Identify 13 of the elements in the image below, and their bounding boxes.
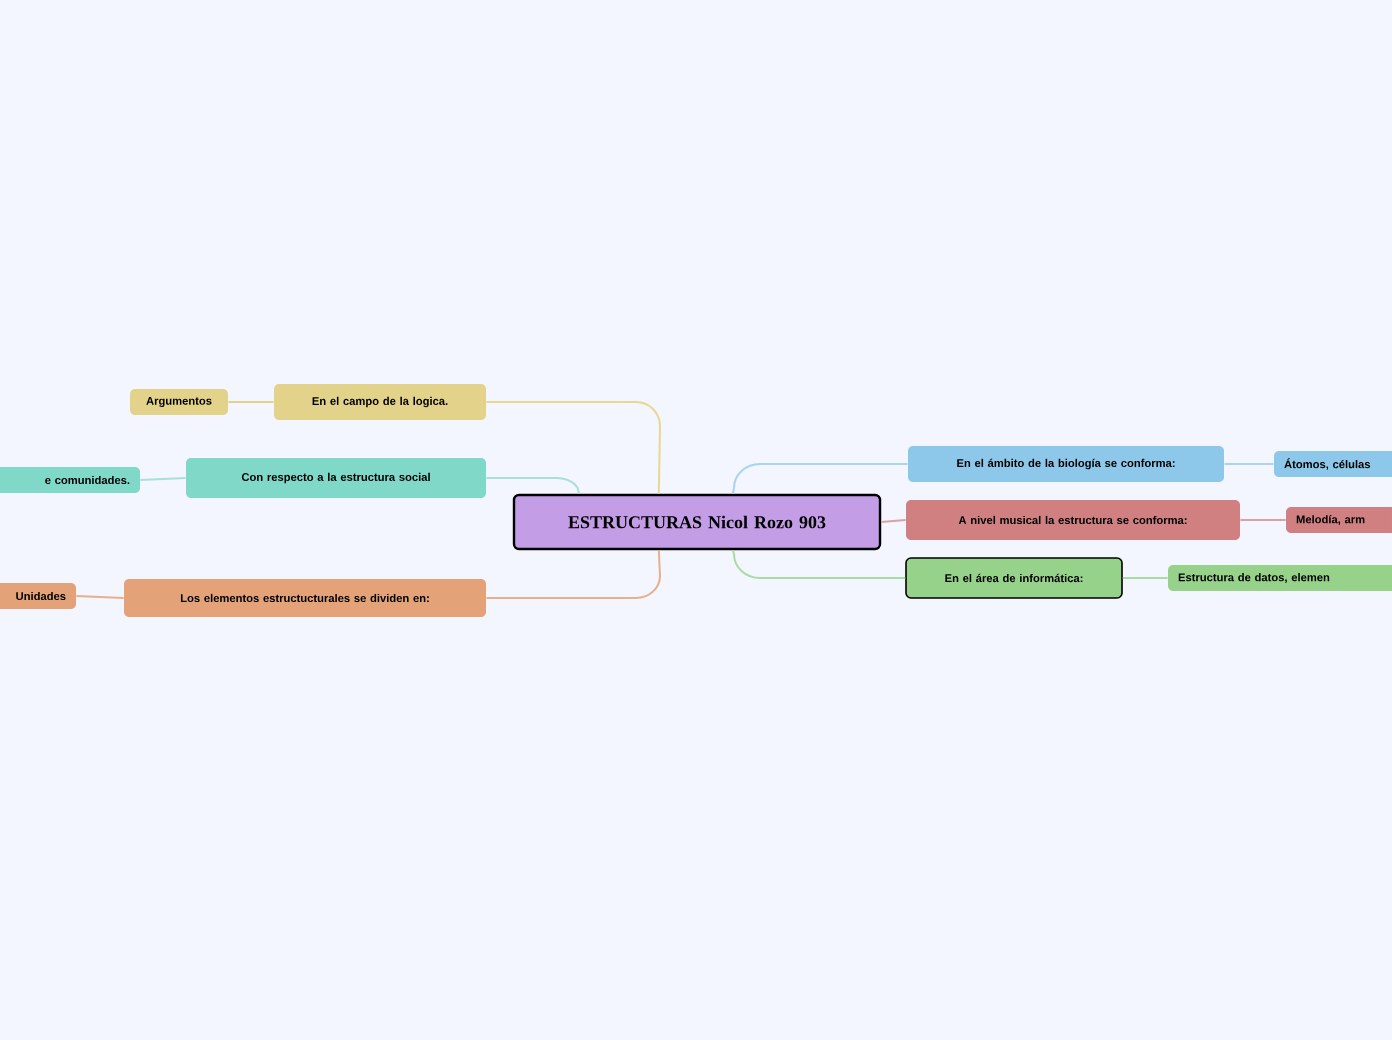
connector-line <box>731 463 909 495</box>
central-topic-box: ESTRUCTURAS Nicol Rozo 903 <box>512 493 882 551</box>
connector-line <box>485 477 580 495</box>
connector-line <box>880 519 907 523</box>
connector-line <box>139 477 187 481</box>
connector-line <box>1239 519 1287 521</box>
connector-line <box>75 595 125 599</box>
connector-line <box>485 549 661 599</box>
connector-line <box>227 401 275 403</box>
connector-line <box>485 401 661 495</box>
connector-line <box>1223 463 1275 465</box>
connector-line <box>1121 577 1169 579</box>
connector-line <box>731 549 907 579</box>
